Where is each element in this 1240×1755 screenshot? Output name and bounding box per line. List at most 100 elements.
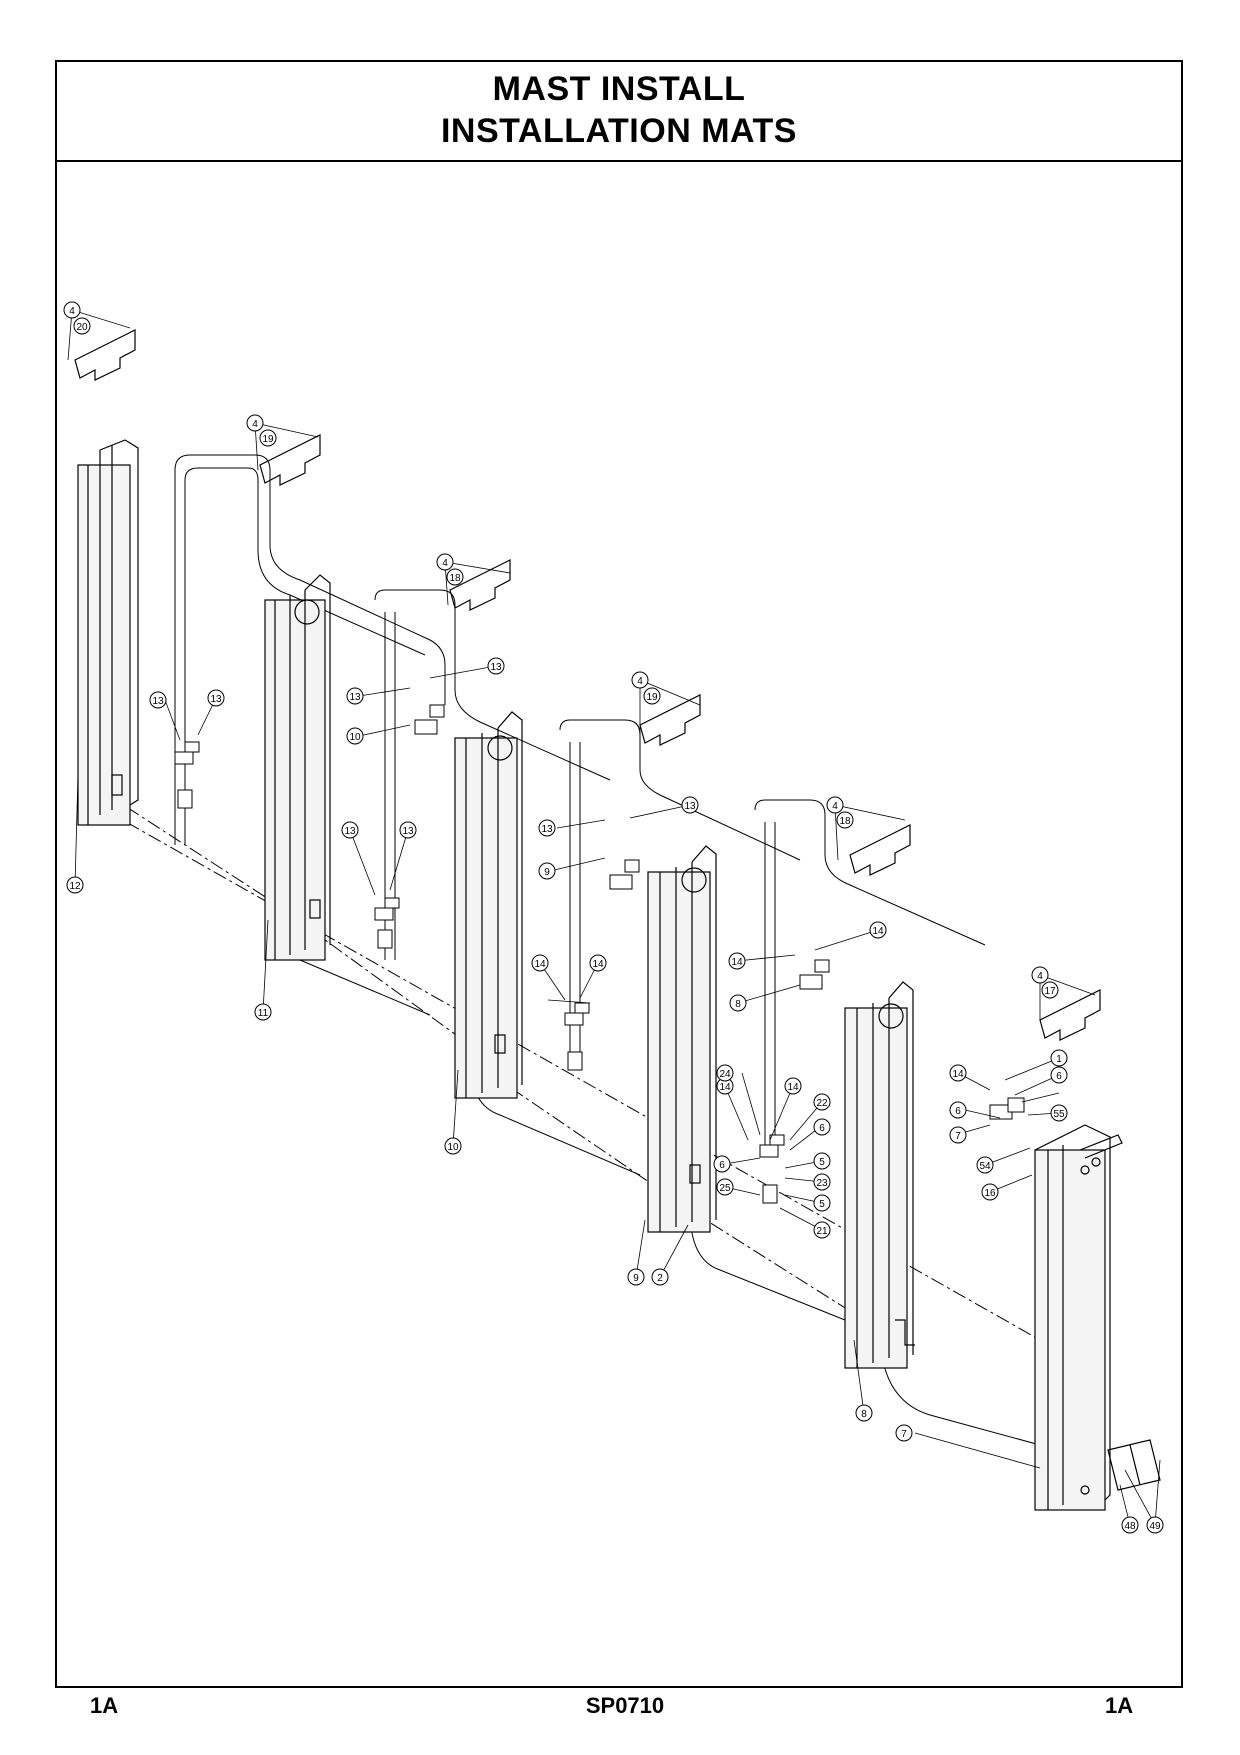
svg-text:14: 14 xyxy=(719,1082,731,1093)
title-block: MAST INSTALL INSTALLATION MATS xyxy=(57,62,1181,162)
callout-19: 19 xyxy=(643,687,661,705)
svg-text:9: 9 xyxy=(544,867,550,878)
callout-4: 4 xyxy=(436,553,454,571)
callout-48: 48 xyxy=(1121,1516,1139,1534)
footer-page-right: 1A xyxy=(1105,1693,1134,1718)
callout-13: 13 xyxy=(538,819,556,837)
svg-text:12: 12 xyxy=(69,881,81,892)
svg-text:14: 14 xyxy=(534,959,546,970)
callout-5: 5 xyxy=(813,1194,831,1212)
callout-8: 8 xyxy=(729,994,747,1012)
svg-text:13: 13 xyxy=(344,826,356,837)
svg-text:22: 22 xyxy=(816,1098,828,1109)
callout-6: 6 xyxy=(1050,1066,1068,1084)
svg-text:49: 49 xyxy=(1149,1521,1161,1532)
svg-text:14: 14 xyxy=(872,926,884,937)
mast-section-base xyxy=(1034,1124,1161,1511)
page-title: MAST INSTALL xyxy=(492,70,746,108)
callout-14: 14 xyxy=(869,921,887,939)
svg-text:9: 9 xyxy=(633,1273,639,1284)
svg-text:4: 4 xyxy=(442,558,448,569)
svg-text:14: 14 xyxy=(731,957,743,968)
svg-text:6: 6 xyxy=(819,1123,825,1134)
callout-13: 13 xyxy=(149,691,167,709)
svg-text:1: 1 xyxy=(1056,1054,1062,1065)
callout-12: 12 xyxy=(66,876,84,894)
svg-text:14: 14 xyxy=(592,959,604,970)
svg-text:2: 2 xyxy=(657,1273,663,1284)
callout-7: 7 xyxy=(949,1126,967,1144)
callout-4: 4 xyxy=(63,301,81,319)
callout-7: 7 xyxy=(895,1424,913,1442)
callout-8: 8 xyxy=(855,1404,873,1422)
callout-6: 6 xyxy=(713,1155,731,1173)
mast-section-5 xyxy=(844,981,915,1369)
callout-10: 10 xyxy=(346,727,364,745)
svg-text:17: 17 xyxy=(1044,986,1056,997)
svg-text:4: 4 xyxy=(252,419,258,430)
svg-text:13: 13 xyxy=(541,824,553,835)
mast-section-1 xyxy=(77,439,139,826)
callout-10: 10 xyxy=(444,1137,462,1155)
callout-4: 4 xyxy=(1031,966,1049,984)
callout-9: 9 xyxy=(538,862,556,880)
svg-text:54: 54 xyxy=(979,1161,991,1172)
callout-21: 21 xyxy=(813,1221,831,1239)
callout-4: 4 xyxy=(631,671,649,689)
page-subtitle: INSTALLATION MATS xyxy=(440,112,797,150)
callout-16: 16 xyxy=(981,1183,999,1201)
svg-text:6: 6 xyxy=(719,1160,725,1171)
svg-text:10: 10 xyxy=(447,1142,459,1153)
svg-text:16: 16 xyxy=(984,1188,996,1199)
callout-6: 6 xyxy=(949,1101,967,1119)
mast-section-4 xyxy=(647,845,717,1233)
svg-text:13: 13 xyxy=(684,801,696,812)
svg-text:18: 18 xyxy=(449,573,461,584)
svg-text:4: 4 xyxy=(1037,971,1043,982)
mast-sections xyxy=(77,439,1161,1511)
svg-text:23: 23 xyxy=(816,1178,828,1189)
callout-leaders xyxy=(67,309,1161,1526)
callout-22: 22 xyxy=(813,1093,831,1111)
footer-document-code: SP0710 xyxy=(585,1693,665,1718)
callout-55: 55 xyxy=(1050,1104,1068,1122)
drawing-frame: MAST INSTALL INSTALLATION MATS xyxy=(55,60,1183,1688)
callout-13: 13 xyxy=(681,796,699,814)
callout-18: 18 xyxy=(836,811,854,829)
callout-25: 25 xyxy=(716,1178,734,1196)
svg-text:6: 6 xyxy=(1056,1071,1062,1082)
svg-text:25: 25 xyxy=(719,1183,731,1194)
svg-text:4: 4 xyxy=(69,306,75,317)
svg-text:13: 13 xyxy=(402,826,414,837)
mast-section-3 xyxy=(454,711,523,1099)
svg-text:4: 4 xyxy=(637,676,643,687)
callout-14: 14 xyxy=(589,954,607,972)
callout-20: 20 xyxy=(73,317,91,335)
svg-text:19: 19 xyxy=(646,692,658,703)
callout-9: 9 xyxy=(627,1268,645,1286)
svg-text:11: 11 xyxy=(258,1008,269,1019)
svg-text:8: 8 xyxy=(735,999,741,1010)
svg-text:55: 55 xyxy=(1053,1109,1065,1120)
svg-text:8: 8 xyxy=(861,1409,867,1420)
svg-text:21: 21 xyxy=(816,1226,828,1237)
callout-13: 13 xyxy=(207,689,225,707)
svg-text:6: 6 xyxy=(955,1106,961,1117)
callout-4: 4 xyxy=(246,414,264,432)
svg-text:4: 4 xyxy=(832,801,838,812)
callout-11: 11 xyxy=(254,1003,272,1021)
footer-page-left: 1A xyxy=(90,1693,119,1718)
callout-13: 13 xyxy=(399,821,417,839)
svg-text:14: 14 xyxy=(787,1082,799,1093)
callout-13: 13 xyxy=(487,657,505,675)
callout-14: 14 xyxy=(728,952,746,970)
svg-text:13: 13 xyxy=(490,662,502,673)
svg-text:19: 19 xyxy=(262,434,274,445)
callout-1: 1 xyxy=(1050,1049,1068,1067)
callout-5: 5 xyxy=(813,1152,831,1170)
svg-text:13: 13 xyxy=(349,692,361,703)
callout-23: 23 xyxy=(813,1173,831,1191)
mast-section-2 xyxy=(264,574,331,961)
